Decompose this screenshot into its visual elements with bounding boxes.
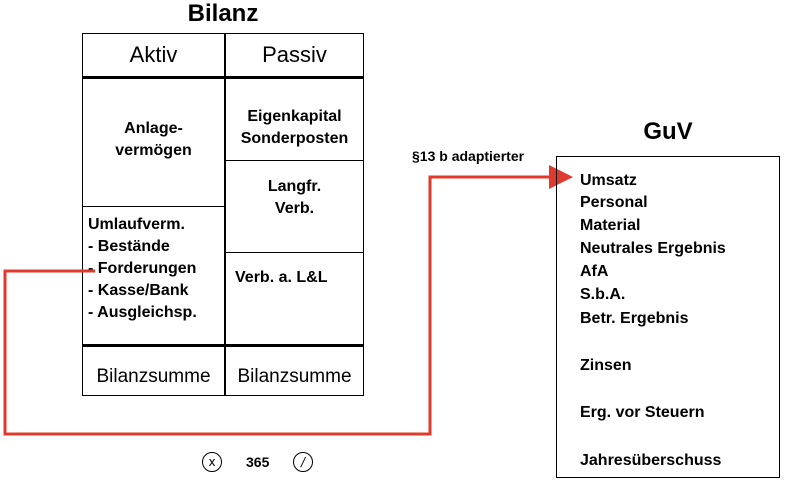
connector-line xyxy=(3,165,573,436)
guv-box xyxy=(556,156,780,478)
sum-rule xyxy=(83,344,363,347)
connector-label: §13 b adaptierter xyxy=(412,148,525,164)
umlauf-line: - Forderungen xyxy=(88,260,197,277)
guv-item: Neutrales Ergebnis xyxy=(580,240,726,257)
aktiv-split-rule xyxy=(83,206,224,207)
bilanz-table: Aktiv Passiv Anlage- vermögen Umlaufverm… xyxy=(82,33,364,396)
guv-item: Erg. vor Steuern xyxy=(580,404,705,421)
langfristige-verbindlichkeiten-label: Langfr. Verb. xyxy=(267,178,322,217)
eigenkapital-sonderposten-label: Eigenkapital Sonderposten xyxy=(240,108,349,147)
page-number: 365 xyxy=(246,454,270,470)
guv-item: Jahresüberschuss xyxy=(580,452,722,469)
umlaufvermoegen-list: Umlaufverm. - Bestände - Forderungen - K… xyxy=(88,214,224,324)
guv-item: Personal xyxy=(580,194,648,211)
passiv-bilanzsumme: Bilanzsumme xyxy=(237,366,352,387)
umlauf-line: - Ausgleichsp. xyxy=(88,304,197,321)
verb-ll-label: Verb. a. L&L xyxy=(235,269,328,286)
header-rule xyxy=(83,76,363,79)
passiv-header: Passiv xyxy=(262,42,327,67)
guv-title: GuV xyxy=(643,118,693,145)
passiv-split-rule-2 xyxy=(226,252,363,253)
column-divider xyxy=(224,34,226,395)
guv-item: Material xyxy=(580,217,641,234)
umlauf-line: - Kasse/Bank xyxy=(88,282,189,299)
guv-item: S.b.A. xyxy=(580,286,626,303)
bilanz-title: Bilanz xyxy=(187,0,259,27)
umlauf-line: - Bestände xyxy=(88,238,170,255)
aktiv-header: Aktiv xyxy=(129,42,178,67)
guv-item: Betr. Ergebnis xyxy=(580,310,689,327)
anlagevermoegen-label: Anlage- vermögen xyxy=(115,120,192,159)
edit-icon[interactable]: / xyxy=(293,452,313,472)
passiv-split-rule-1 xyxy=(226,160,363,161)
guv-item: AfA xyxy=(580,263,609,280)
guv-item: Umsatz xyxy=(580,172,637,189)
umlauf-line: Umlaufverm. xyxy=(88,216,185,233)
guv-item: Zinsen xyxy=(580,357,632,374)
close-icon[interactable]: x xyxy=(202,452,222,472)
aktiv-bilanzsumme: Bilanzsumme xyxy=(96,366,211,387)
